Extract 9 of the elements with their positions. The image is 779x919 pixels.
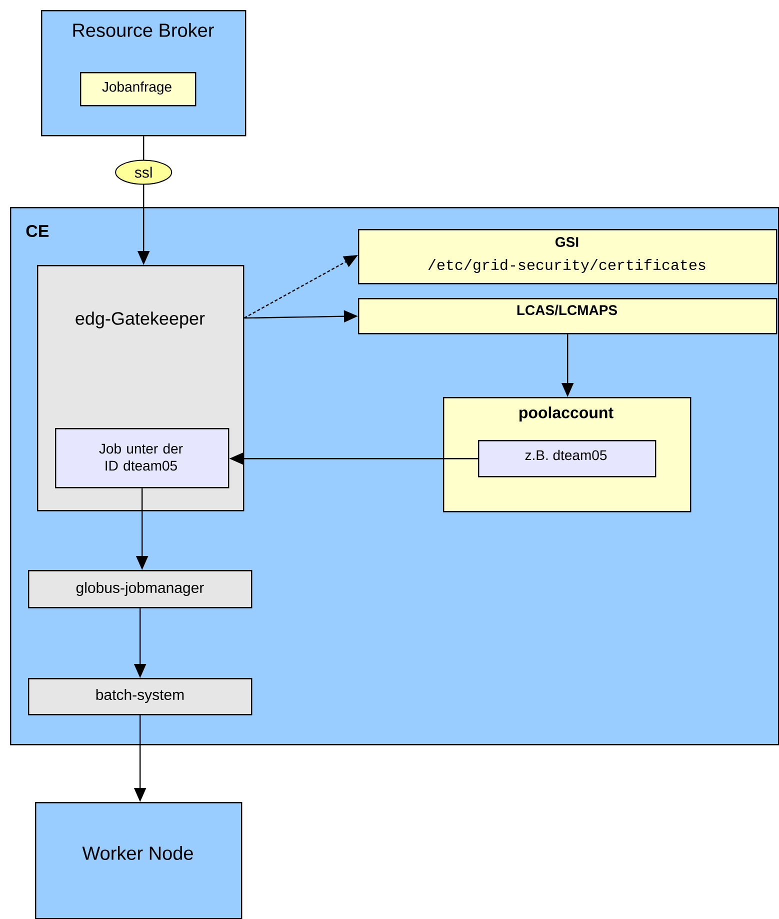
edge-label: ssl	[115, 160, 172, 185]
process-box: globus-jobmanager	[28, 570, 252, 608]
account-box: z.B. dteam05	[478, 440, 656, 478]
node-box: Worker Node	[35, 802, 242, 919]
request-box: Jobanfrage	[80, 72, 196, 106]
process-box: batch-system	[28, 678, 252, 716]
security-box: GSI /etc/grid-security/certificates	[358, 229, 778, 284]
job-box: Job unter der ID dteam05	[55, 428, 230, 488]
auth-box: LCAS/LCMAPS	[358, 298, 778, 334]
